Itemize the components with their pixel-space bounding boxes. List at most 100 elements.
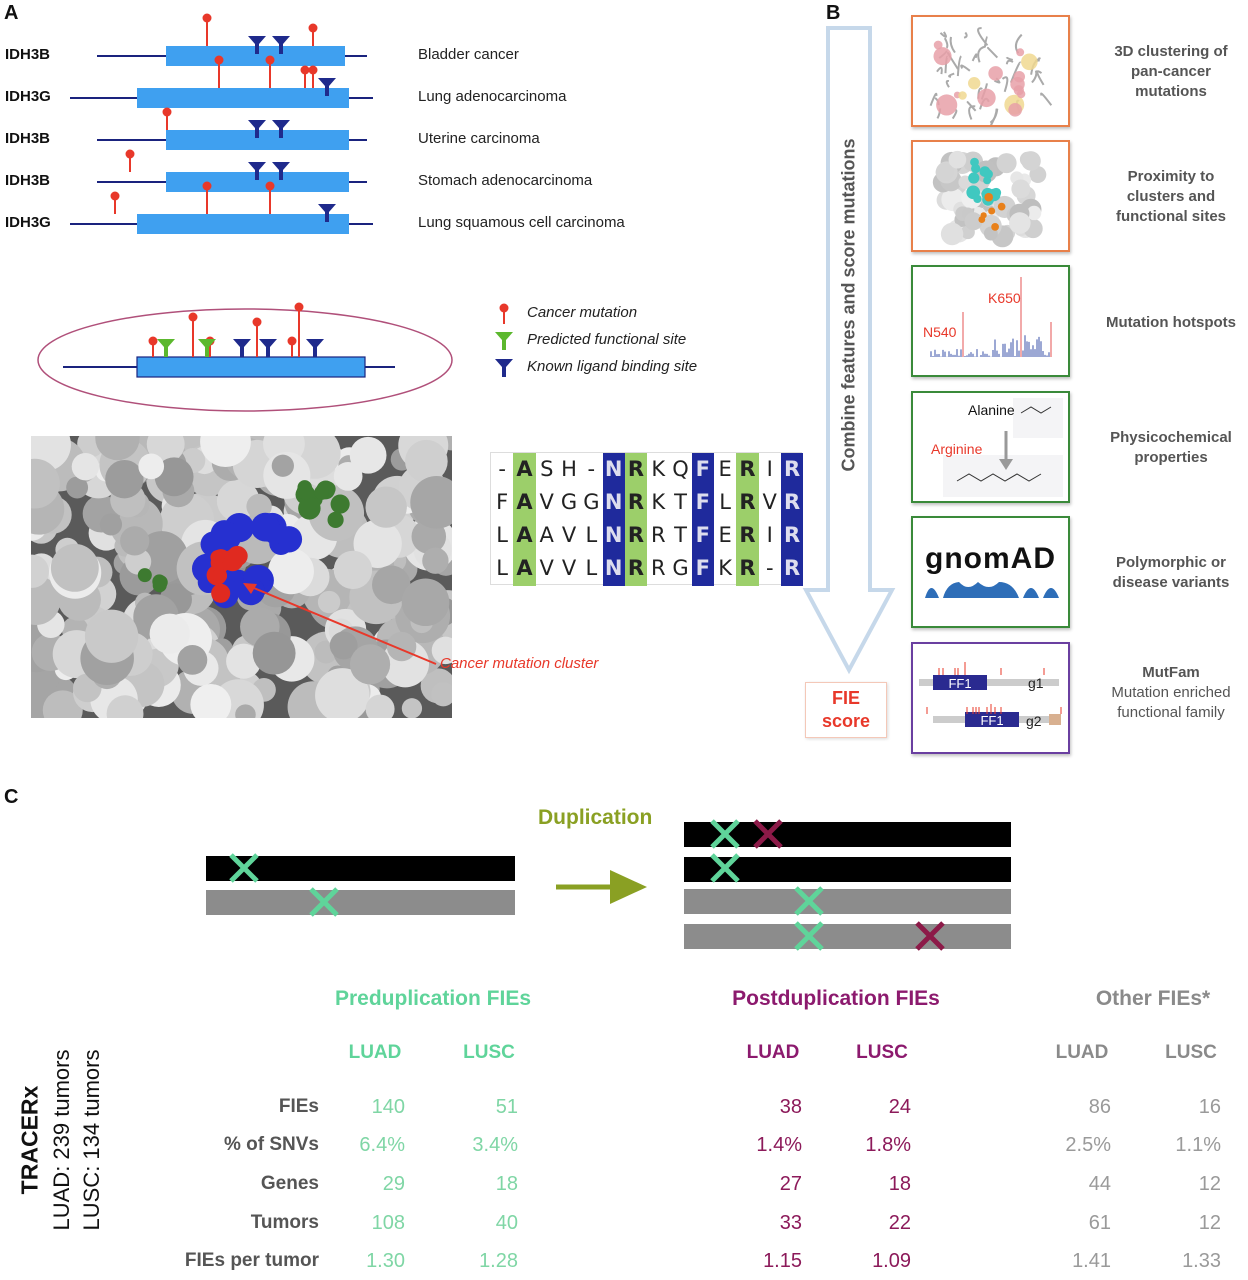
mutation-x-icon — [710, 819, 740, 849]
alignment-residue: L — [719, 490, 731, 514]
ligand-site-icon — [233, 339, 251, 357]
protein-structure-image — [929, 27, 1053, 128]
group-header: Postduplication FIEs — [732, 987, 940, 1010]
tracerx-title: TRACERx — [16, 1085, 43, 1195]
label-line: Proximity to — [1127, 168, 1215, 185]
surface-atom — [235, 704, 256, 718]
cancer-mutation-pin-icon — [252, 317, 262, 357]
table-cell: 2.5% — [1065, 1134, 1111, 1156]
luad-count: LUAD: 239 tumors — [49, 1049, 74, 1231]
feature-box-3d-clustering — [911, 15, 1070, 128]
alignment-column-highlight — [602, 453, 625, 586]
from-amino-acid: Alanine — [968, 402, 1015, 418]
mutation-sphere — [1016, 48, 1025, 57]
fie-score-line2: score — [821, 711, 871, 731]
table-cell: 108 — [371, 1212, 405, 1234]
table-cell: 1.8% — [865, 1134, 911, 1156]
alignment-residue: R — [739, 490, 756, 514]
surface-atom — [401, 578, 450, 627]
table-cell: 29 — [382, 1173, 405, 1195]
cluster-atom — [970, 157, 979, 167]
legend-icons — [495, 303, 513, 377]
alignment-residue: R — [627, 490, 645, 514]
gnomad-logo: gnomAD — [925, 542, 1056, 575]
surface-atom — [431, 682, 452, 707]
alignment-residue: T — [674, 523, 687, 547]
surface-atom — [200, 436, 251, 467]
cancer-mutation-pin-icon — [287, 336, 297, 357]
surface-atom — [431, 636, 452, 665]
surface-atom — [349, 436, 387, 474]
domain-box — [166, 130, 349, 150]
alignment-residue: L — [496, 523, 508, 547]
label-line: Polymorphic or — [1115, 554, 1227, 571]
table-cell: 12 — [1198, 1173, 1221, 1195]
table-cell: 1.4% — [756, 1134, 802, 1156]
table-cell: 1.1% — [1175, 1134, 1221, 1156]
mutation-sphere — [977, 88, 996, 108]
alignment-residue: R — [783, 490, 801, 514]
mutation-sphere — [1016, 89, 1026, 99]
ligand-site-icon — [318, 204, 336, 222]
mutation-sphere — [1008, 102, 1023, 117]
alignment-residue: K — [651, 490, 666, 514]
domain-box — [137, 88, 349, 108]
hotspot-label-k650: K650 — [988, 290, 1021, 306]
alignment-residue: V — [539, 556, 554, 580]
table-cell: 22 — [888, 1212, 911, 1234]
alignment-residue: R — [783, 523, 801, 547]
mutation-x-icon — [229, 853, 259, 883]
alignment-residue: A — [516, 556, 533, 580]
column-header: LUAD — [1055, 1042, 1109, 1063]
surface-atom — [401, 698, 423, 718]
cancer-mutation-pin-icon — [308, 65, 318, 88]
alignment-residue: V — [762, 490, 777, 514]
protein-surface-image — [31, 436, 452, 718]
label-line: functional family — [1117, 704, 1225, 721]
amino-acid-structures — [943, 398, 1063, 497]
label-line: clusters and — [1126, 188, 1216, 205]
functional-site-atom — [152, 574, 167, 589]
domain-label-1: FF1 — [948, 676, 972, 691]
table-cell: 1.15 — [763, 1250, 802, 1272]
ligand-site-atom — [211, 521, 242, 552]
mutfam-diagram — [919, 662, 1062, 727]
surface-atom — [317, 590, 341, 614]
column-header: LUSC — [1165, 1042, 1217, 1063]
table-cell: 18 — [495, 1173, 518, 1195]
protein-surface-thumbnail — [932, 150, 1047, 248]
functional-atom — [991, 222, 999, 231]
alignment-residue: I — [766, 523, 773, 547]
surface-atom — [149, 613, 190, 654]
column-header: LUAD — [746, 1042, 800, 1063]
functional-site-atom — [327, 511, 344, 528]
table-cell: 51 — [495, 1096, 518, 1118]
column-header: LUAD — [348, 1042, 402, 1063]
table-cell: 1.33 — [1182, 1250, 1221, 1272]
surface-atom — [333, 462, 363, 491]
group-header: Preduplication FIEs — [334, 987, 532, 1010]
functional-site-atom — [314, 485, 330, 500]
alignment-residue: F — [695, 457, 711, 481]
mutation-sphere — [933, 40, 943, 50]
mutation-x-icon — [753, 819, 783, 849]
panel-b-letter: B — [826, 2, 841, 24]
cancer-mutation-pin-icon — [110, 191, 120, 214]
alignment-residue: T — [674, 490, 687, 514]
surface-atom — [84, 609, 139, 663]
cluster-label: Cancer mutation cluster — [440, 655, 599, 672]
surface-atom — [105, 459, 144, 499]
table-cell: 27 — [779, 1173, 802, 1195]
functional-site-atom — [137, 568, 152, 583]
fie-score-box: FIE score — [805, 682, 887, 738]
row-label: % of SNVs — [223, 1134, 319, 1155]
surface-atom — [31, 458, 60, 509]
duplication-label: Duplication — [538, 806, 653, 829]
alignment-residue: F — [496, 490, 509, 514]
alignment-residue: E — [718, 523, 732, 547]
cancer-type-label: Stomach adenocarcinoma — [418, 172, 593, 189]
table-cell: 1.28 — [479, 1250, 518, 1272]
functional-site-icon — [157, 339, 175, 357]
cancer-type-label: Uterine carcinoma — [418, 130, 540, 147]
